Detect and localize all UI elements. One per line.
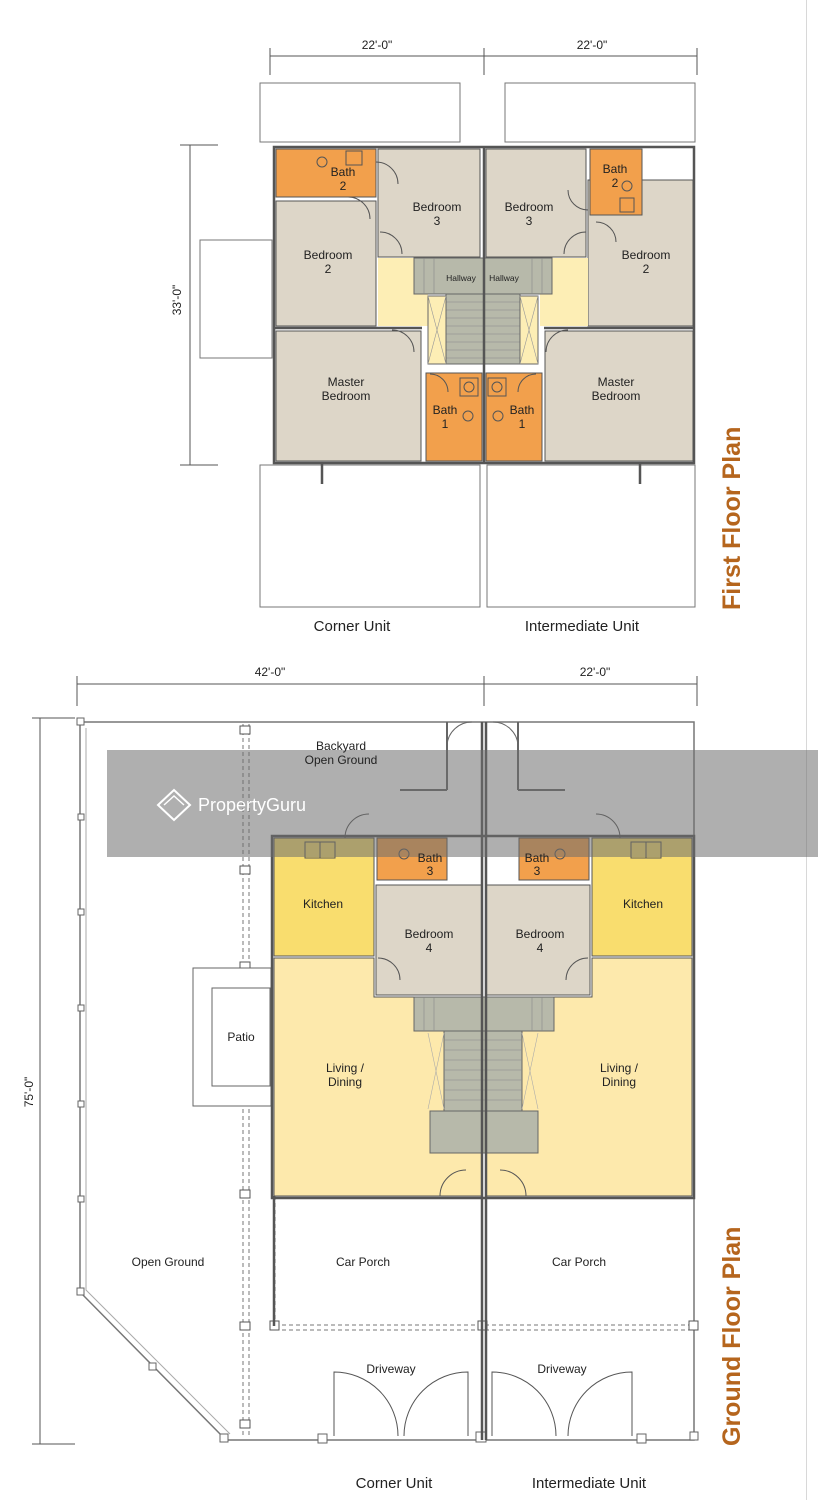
first-fixtures: [316, 150, 635, 422]
watermark-band: [107, 750, 818, 857]
open-ground-label: Open Ground: [132, 1255, 205, 1269]
ground-corner-unit-label: Corner Unit: [356, 1475, 434, 1492]
master-bedroom-left-room: [275, 330, 422, 462]
driveway-right-label: Driveway: [537, 1362, 586, 1376]
car-porch-left-label: Car Porch: [336, 1255, 390, 1269]
watermark-text: PropertyGuru: [198, 795, 306, 815]
ground-depth: 75'-0": [22, 1077, 36, 1108]
bedroom3-left-room: [377, 148, 481, 258]
ground-floor-plan-title: Ground Floor Plan: [718, 1227, 746, 1446]
first-left-width: 22'-0": [362, 38, 393, 52]
first-walls: [272, 145, 696, 484]
first-corner-unit-label: Corner Unit: [314, 618, 392, 635]
bath2-left-room: [275, 148, 377, 198]
bedroom4-right-room: [485, 884, 591, 996]
driveway-left-label: Driveway: [366, 1362, 415, 1376]
hallway-right-label: Hallway: [489, 273, 520, 283]
first-right-width: 22'-0": [577, 38, 608, 52]
bedroom2-left-room: [275, 200, 377, 327]
first-doors: [347, 161, 617, 393]
ground-staircase: [413, 996, 555, 1154]
patio-room: [211, 987, 271, 1087]
propertyguru-logo: PropertyGuru: [156, 788, 306, 822]
first-dimension-lines: [180, 48, 698, 466]
bedroom4-left-room: [375, 884, 483, 996]
bath2-right-room-top: [589, 148, 643, 216]
first-intermediate-unit-label: Intermediate Unit: [525, 618, 640, 635]
ground-dimension-lines: [32, 676, 698, 1445]
car-porch-right-label: Car Porch: [552, 1255, 606, 1269]
first-staircase: [413, 257, 553, 365]
boundary-inner-line: [85, 728, 231, 1435]
master-bedroom-right-room: [544, 330, 694, 462]
kitchen-left-label: Kitchen: [303, 897, 343, 911]
patio-label: Patio: [227, 1030, 255, 1044]
first-floor-plan-title: First Floor Plan: [718, 427, 746, 610]
first-depth: 33'-0": [170, 285, 184, 316]
living-dining-left-label: Living /Dining: [326, 1061, 365, 1089]
first-outer-roofs: [199, 82, 696, 608]
living-dining-right-label: Living /Dining: [600, 1061, 639, 1089]
kitchen-right-label: Kitchen: [623, 897, 663, 911]
bath1-right-room: [485, 372, 543, 462]
ground-intermediate-unit-label: Intermediate Unit: [532, 1475, 647, 1492]
ground-floor-plan: 42'-0" 22'-0" 75'-0": [22, 665, 818, 1492]
hallway-left-label: Hallway: [446, 273, 477, 283]
ground-left-width: 42'-0": [255, 665, 286, 679]
first-floor-plan: 22'-0" 22'-0" 33'-0": [170, 38, 746, 635]
ground-right-width: 22'-0": [580, 665, 611, 679]
